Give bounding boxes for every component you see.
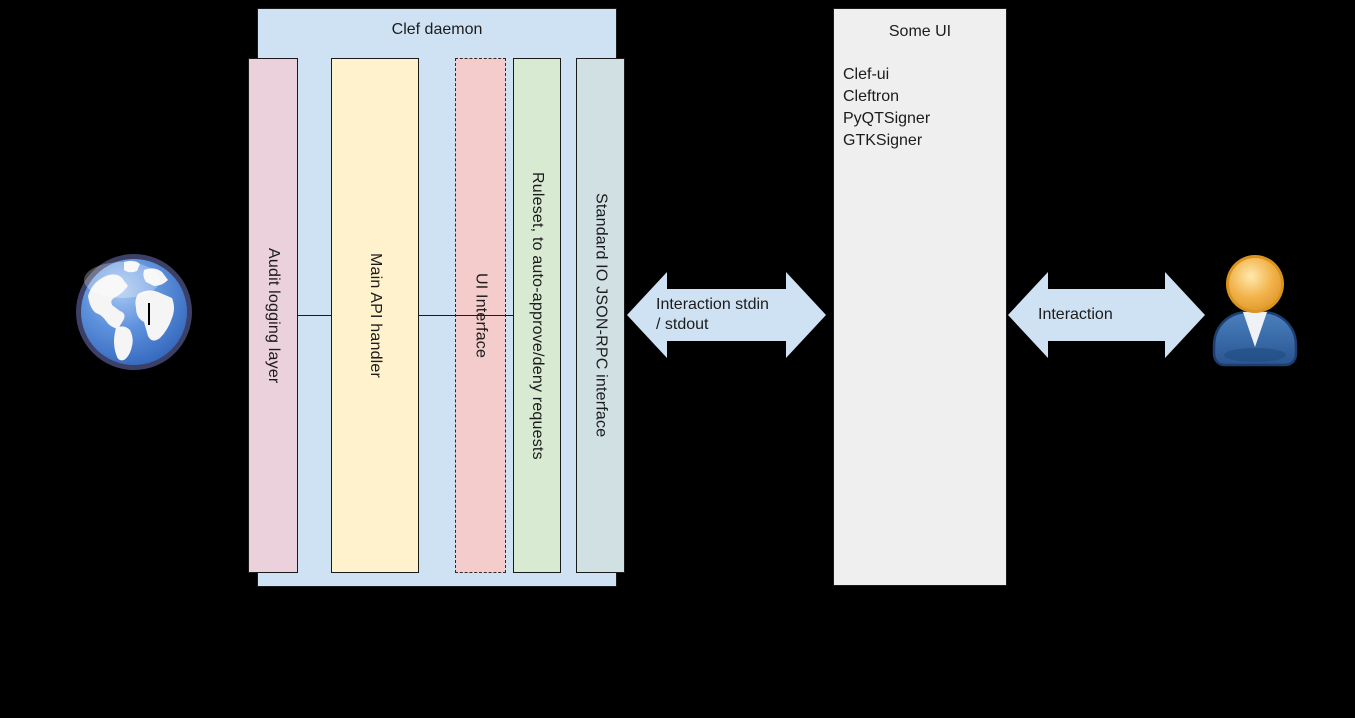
list-item-pyqtsigner: PyQTSigner — [843, 110, 931, 127]
user-interaction-line1: Interaction — [1038, 306, 1113, 323]
list-item-clef-ui: Clef-ui — [843, 66, 890, 83]
main-api-handler-label: Main API handler — [367, 252, 384, 379]
audit-logging-layer-box: Audit logging layer — [248, 58, 298, 573]
stdio-jsonrpc-label: Standard IO JSON-RPC interface — [592, 193, 610, 438]
stdio-interaction-label: Interaction stdin / stdout — [656, 295, 769, 335]
ruleset-label: Ruleset, to auto-approve/deny requests — [529, 171, 546, 460]
ruleset-box: Ruleset, to auto-approve/deny requests — [513, 58, 561, 573]
clef-daemon-title: Clef daemon — [391, 21, 483, 38]
user-icon — [1212, 255, 1298, 367]
globe-icon — [76, 254, 192, 370]
stdio-jsonrpc-box: Standard IO JSON-RPC interface — [576, 58, 625, 573]
audit-logging-layer-label: Audit logging layer — [265, 247, 282, 384]
list-item-cleftron: Cleftron — [843, 88, 900, 105]
clef-daemon-box — [257, 8, 617, 587]
list-item-gtksigner: GTKSigner — [843, 132, 923, 149]
double-arrow-stdio-icon — [627, 272, 826, 358]
cursor-artifact — [148, 303, 150, 325]
double-arrow-user-icon — [1008, 272, 1205, 358]
main-api-handler-box: Main API handler — [331, 58, 419, 573]
connector-audit-to-api — [298, 315, 331, 316]
some-ui-list: Clef-ui Cleftron PyQTSigner GTKSigner — [843, 64, 1003, 152]
stdio-interaction-line2: / stdout — [656, 316, 709, 333]
some-ui-box — [833, 8, 1007, 586]
user-interaction-label: Interaction — [1038, 305, 1113, 325]
stdio-interaction-line1: Interaction stdin — [656, 296, 769, 313]
connector-api-to-ruleset — [419, 315, 513, 316]
some-ui-title: Some UI — [888, 23, 952, 40]
